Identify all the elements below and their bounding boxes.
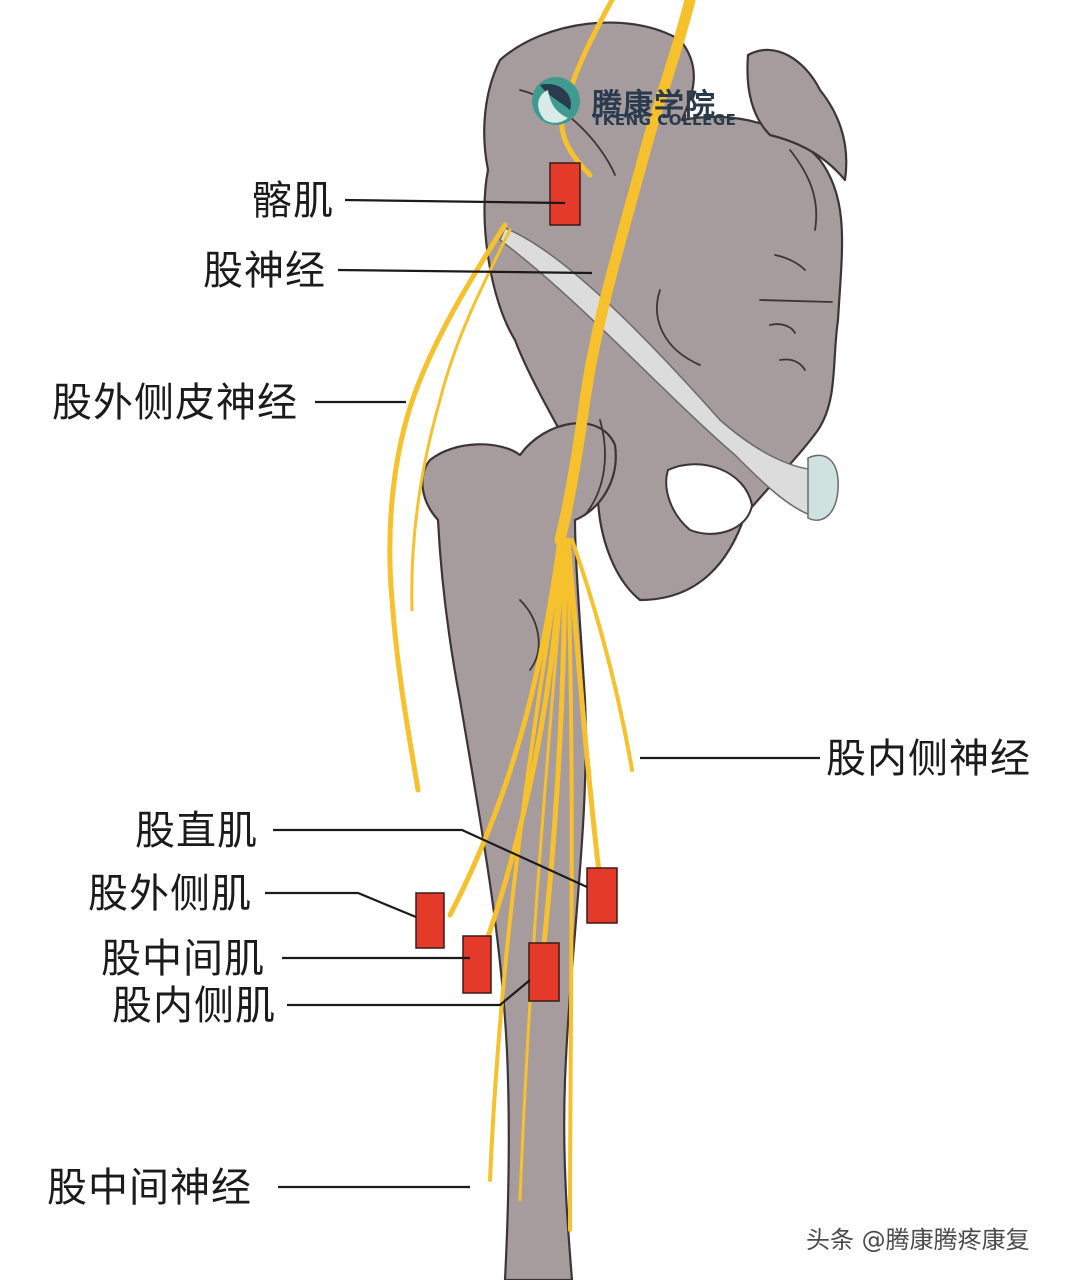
femoral-nerve-minor-branch: [518, 558, 566, 1202]
leader-vastus-medialis: [287, 979, 531, 1007]
label-vastus-intermedius: 股中间肌: [101, 936, 265, 982]
branch-to-vastus-intermedius: [477, 537, 565, 963]
vastus-intermedius-marker: [462, 935, 492, 994]
label-femoral-nerve: 股神经: [203, 248, 326, 294]
logo-emblem: [532, 77, 580, 125]
label-vastus-medialis: 股内侧肌: [112, 983, 276, 1029]
lateral-femoral-cutaneous-nerve-b: [410, 228, 512, 612]
branch-to-rectus-femoris: [565, 537, 603, 883]
iliacus-marker: [549, 162, 581, 226]
label-vastus-lateralis: 股外侧肌: [88, 871, 252, 917]
logo-name-cn: 腾康学院: [592, 88, 716, 123]
watermark: 头条 @腾康腾疼康复: [806, 1226, 1030, 1254]
lateral-femoral-cutaneous-nerve: [387, 222, 508, 793]
bone-contours: [519, 89, 833, 671]
leader-vastus-lateralis: [265, 891, 417, 919]
muscle-markers: [415, 162, 618, 1002]
obturator-foramen: [665, 463, 754, 535]
label-iliacus: 髂肌: [252, 178, 334, 224]
pubic-tubercle: [807, 454, 839, 521]
sacrum-bone: [746, 48, 848, 182]
logo-name-en: TKENG COLLEGE: [592, 111, 737, 129]
label-rectus-femoris: 股直肌: [135, 808, 258, 854]
branch-to-vastus-medialis: [537, 537, 568, 983]
branch-to-vastus-lateralis: [447, 537, 563, 918]
leader-lines: [265, 198, 820, 1189]
label-lateral-femoral-cutaneous-nerve: 股外侧皮神经: [52, 380, 298, 426]
bone-structures: [421, 21, 848, 1280]
vastus-medialis-marker: [528, 942, 560, 1002]
leader-iliacus: [344, 198, 566, 205]
leader-femoral-nerve: [337, 268, 593, 275]
rectus-femoris-marker: [586, 867, 618, 924]
label-medial-femoral-nerve: 股内侧神经: [826, 736, 1031, 782]
medial-femoral-nerve: [570, 538, 634, 772]
femoral-nerve-trunk: [554, 0, 696, 546]
leader-rectus-femoris: [273, 828, 588, 889]
saphenous-nerve: [566, 558, 574, 1232]
label-intermediate-femoral-nerve: 股中间神经: [47, 1165, 252, 1211]
vastus-lateralis-marker: [415, 892, 445, 949]
